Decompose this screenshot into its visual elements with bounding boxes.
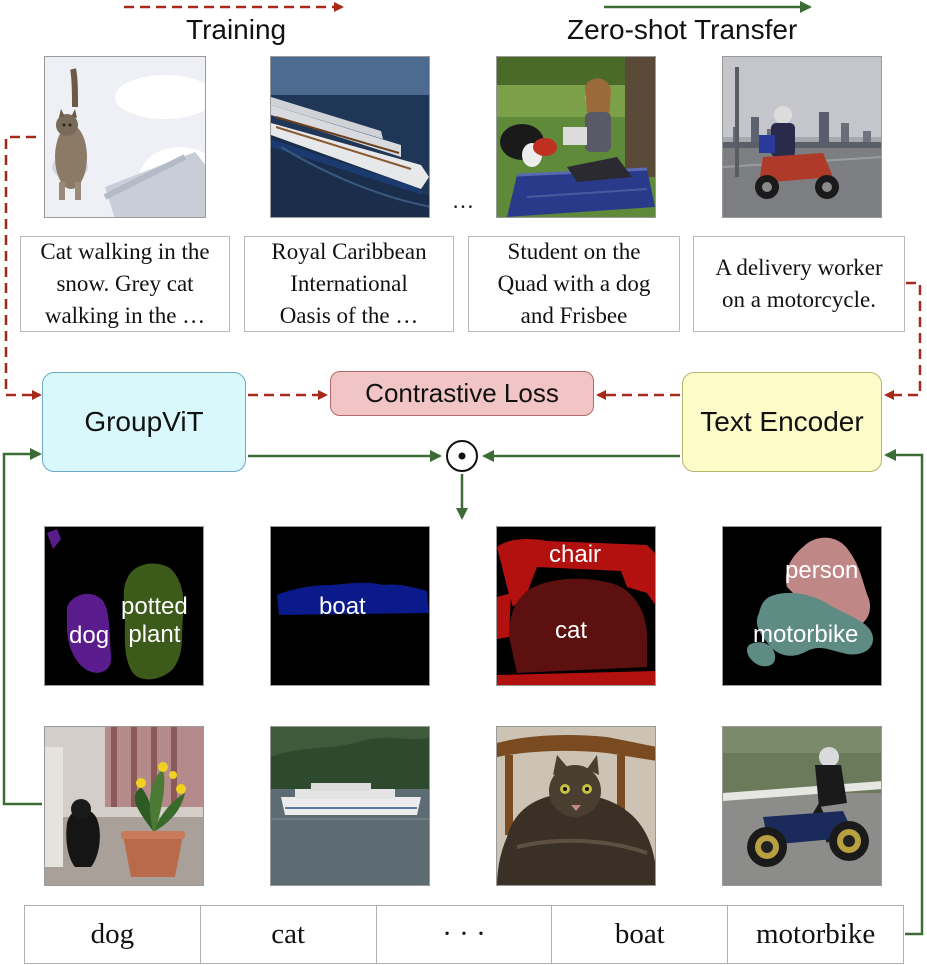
- labels-to-encoder-solid: [884, 449, 924, 936]
- seg-label-boat: boat: [319, 593, 366, 620]
- label-cell-cat: cat: [201, 906, 377, 963]
- label-cell-ellipsis: · · ·: [377, 906, 553, 963]
- caption-ship: Royal Caribbean International Oasis of t…: [244, 236, 454, 332]
- cat-in-snow-photo: [44, 56, 206, 218]
- training-label: Training: [186, 14, 287, 45]
- seg-label-chair: chair: [549, 541, 602, 568]
- delivery-motorcycle-photo: [722, 56, 882, 218]
- caption-to-encoder-dashed: [884, 281, 922, 400]
- segmentation-mask-boat: boat: [270, 526, 430, 686]
- more-images-ellipsis: …: [452, 188, 474, 213]
- caption-student: Student on the Quad with a dog and Frisb…: [468, 236, 680, 332]
- dog-and-plant-photo: [44, 726, 204, 886]
- seg-label-cat: cat: [555, 617, 588, 644]
- zero-shot-transfer-label: Zero-shot Transfer: [567, 14, 798, 45]
- groupvit-box: GroupViT: [42, 372, 246, 472]
- segmentation-mask-chair-cat: chair cat: [496, 526, 656, 686]
- cruise-ship-photo: [270, 56, 430, 218]
- seg-label-person: person: [785, 557, 859, 584]
- student-with-dog-photo: [496, 56, 656, 218]
- cruise-ship-sea-photo: [270, 726, 430, 886]
- text-encoder-box: Text Encoder: [682, 372, 882, 472]
- segmentation-mask-person-motorbike: person motorbike: [722, 526, 882, 686]
- seg-label-dog: dog: [69, 622, 110, 649]
- label-cell-boat: boat: [552, 906, 729, 963]
- seg-label-potted-plant: potted plant: [121, 593, 188, 648]
- contrastive-loss-box: Contrastive Loss: [330, 371, 594, 416]
- caption-delivery: A delivery worker on a motorcycle.: [693, 236, 905, 332]
- label-cell-dog: dog: [25, 906, 201, 963]
- images-to-groupvit-solid: [2, 448, 42, 806]
- cat-on-chair-photo: [496, 726, 656, 886]
- caption-cat: Cat walking in the snow. Grey cat walkin…: [20, 236, 230, 332]
- motorbike-rider-photo: [722, 726, 882, 886]
- image-to-groupvit-dashed: [4, 135, 42, 400]
- seg-label-motorbike: motorbike: [753, 621, 859, 648]
- label-cell-motorbike: motorbike: [755, 918, 876, 950]
- class-labels-row: dog cat · · · boat motorbike: [24, 905, 904, 964]
- segmentation-mask-dog-plant: dog potted plant: [44, 526, 204, 686]
